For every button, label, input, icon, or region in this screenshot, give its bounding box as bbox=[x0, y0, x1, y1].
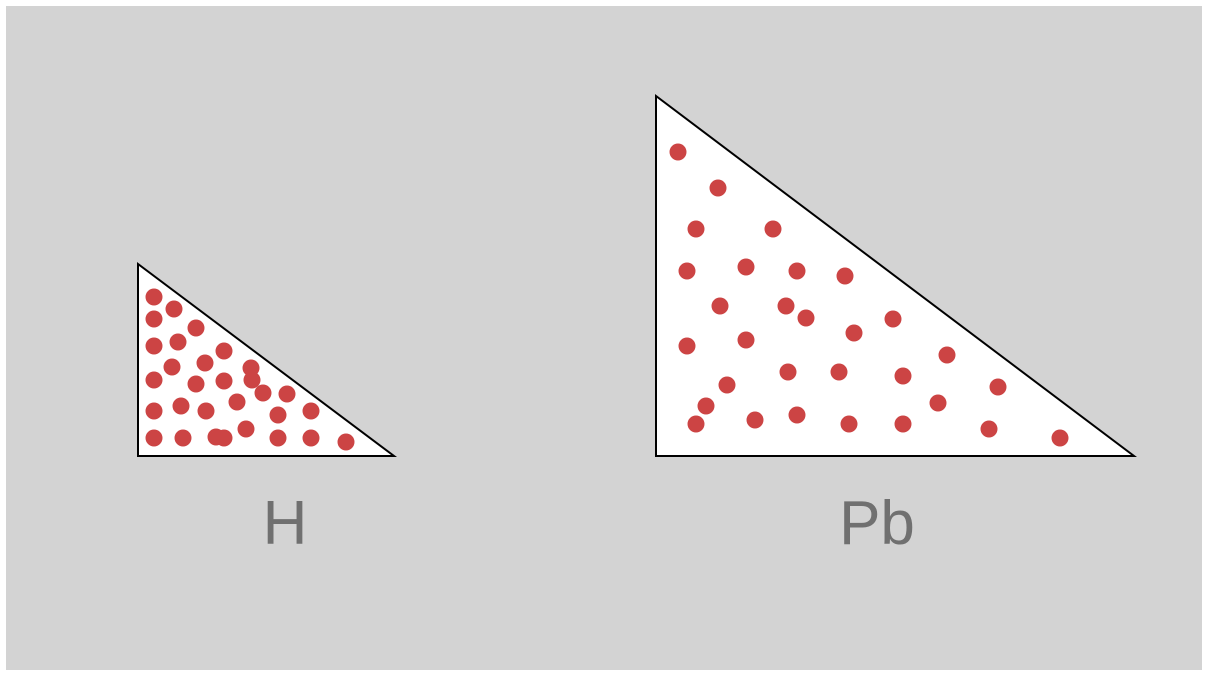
pb-particle bbox=[929, 394, 947, 412]
h-particle bbox=[187, 319, 205, 337]
pb-particle bbox=[938, 346, 956, 364]
pb-particle bbox=[709, 179, 727, 197]
h-particle bbox=[145, 310, 163, 328]
h-particle bbox=[145, 402, 163, 420]
pb-particle bbox=[894, 415, 912, 433]
pb-particle bbox=[980, 420, 998, 438]
h-particle bbox=[197, 402, 215, 420]
label-pb: Pb bbox=[839, 489, 915, 558]
h-particle bbox=[302, 429, 320, 447]
triangle-pb bbox=[655, 93, 1137, 457]
pb-particle bbox=[830, 363, 848, 381]
pb-particle bbox=[737, 258, 755, 276]
h-particle bbox=[243, 371, 261, 389]
h-particle bbox=[215, 372, 233, 390]
h-particle bbox=[337, 433, 355, 451]
pb-particle bbox=[777, 297, 795, 315]
pb-particle bbox=[678, 337, 696, 355]
pb-particle bbox=[746, 411, 764, 429]
pb-particle bbox=[737, 331, 755, 349]
pb-particle bbox=[894, 367, 912, 385]
pb-particle bbox=[840, 415, 858, 433]
h-particle bbox=[145, 337, 163, 355]
pb-particle bbox=[764, 220, 782, 238]
h-particle bbox=[215, 342, 233, 360]
particles-pb bbox=[669, 143, 1069, 447]
h-particle bbox=[269, 429, 287, 447]
h-particle bbox=[302, 402, 320, 420]
h-particle bbox=[278, 385, 296, 403]
pb-particle bbox=[779, 363, 797, 381]
h-particle bbox=[254, 384, 272, 402]
container-pb: Pb bbox=[655, 93, 1137, 558]
h-particle bbox=[237, 420, 255, 438]
pb-particle bbox=[718, 376, 736, 394]
diagram-canvas: H Pb bbox=[6, 6, 1202, 670]
h-particle bbox=[163, 358, 181, 376]
pb-particle bbox=[797, 309, 815, 327]
container-h: H bbox=[137, 262, 397, 558]
h-particle bbox=[228, 393, 246, 411]
label-h: H bbox=[263, 489, 308, 558]
pb-particle bbox=[845, 324, 863, 342]
diagram-svg: H Pb bbox=[137, 93, 1137, 558]
h-particle bbox=[174, 429, 192, 447]
h-particle bbox=[165, 300, 183, 318]
particles-h bbox=[145, 288, 355, 451]
h-particle bbox=[145, 288, 163, 306]
pb-particle bbox=[1051, 429, 1069, 447]
pb-particle bbox=[687, 220, 705, 238]
pb-particle bbox=[669, 143, 687, 161]
h-particle bbox=[196, 354, 214, 372]
pb-particle bbox=[687, 415, 705, 433]
pb-particle bbox=[836, 267, 854, 285]
h-particle bbox=[187, 375, 205, 393]
h-particle bbox=[169, 333, 187, 351]
h-particle bbox=[207, 428, 225, 446]
pb-particle bbox=[884, 310, 902, 328]
pb-particle bbox=[788, 262, 806, 280]
pb-particle bbox=[711, 297, 729, 315]
h-particle bbox=[172, 397, 190, 415]
pb-particle bbox=[989, 378, 1007, 396]
pb-particle bbox=[697, 397, 715, 415]
h-particle bbox=[269, 406, 287, 424]
h-particle bbox=[145, 371, 163, 389]
pb-particle bbox=[678, 262, 696, 280]
h-particle bbox=[145, 429, 163, 447]
pb-particle bbox=[788, 406, 806, 424]
